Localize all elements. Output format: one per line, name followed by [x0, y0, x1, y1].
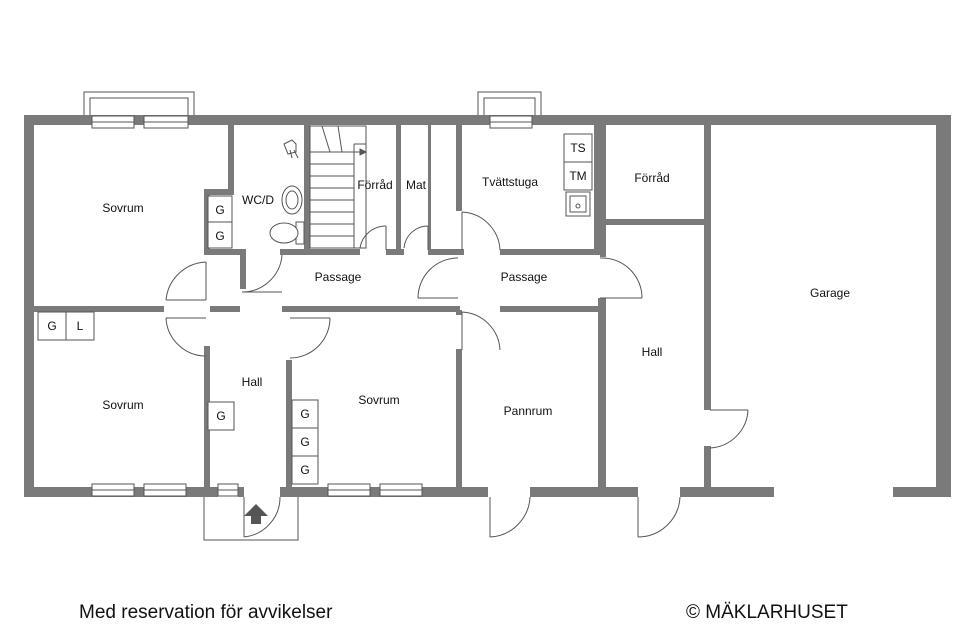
room-tvattstuga: Tvättstuga — [482, 175, 538, 189]
fixture-g-sovrum2: G — [47, 319, 56, 333]
fixture-g-wc-2: G — [215, 229, 224, 243]
room-mat: Mat — [406, 178, 427, 192]
disclaimer-text: Med reservation för avvikelser — [79, 602, 333, 623]
room-forrad-1: Förråd — [357, 178, 392, 192]
bathroom-fixtures — [269, 139, 591, 245]
room-passage-2: Passage — [501, 270, 548, 284]
fixture-g-sovrum3-3: G — [300, 463, 309, 477]
room-wc: WC/D — [242, 193, 274, 207]
room-sovrum-3: Sovrum — [358, 393, 399, 407]
room-hall-2: Hall — [642, 345, 663, 359]
room-labels: Sovrum WC/D Förråd Mat Tvättstuga Förråd… — [102, 171, 850, 418]
fixture-ts: TS — [570, 141, 585, 155]
room-passage-1: Passage — [315, 270, 362, 284]
fixture-g-sovrum3-2: G — [300, 435, 309, 449]
fixture-l-sovrum2: L — [77, 319, 84, 333]
room-forrad-2: Förråd — [634, 171, 669, 185]
room-sovrum-1: Sovrum — [102, 201, 143, 215]
fixture-g-sovrum3-1: G — [300, 407, 309, 421]
staircase — [309, 125, 368, 249]
fixture-g-wc-1: G — [215, 203, 224, 217]
entrance-arrow-icon — [244, 504, 268, 524]
fixture-boxes — [37, 133, 593, 485]
room-pannrum: Pannrum — [504, 404, 553, 418]
fixture-g-hall: G — [216, 409, 225, 423]
room-hall-1: Hall — [242, 375, 263, 389]
fixture-labels: G G G L G G G G TS TM — [47, 141, 586, 477]
windows — [83, 91, 542, 497]
doors — [165, 211, 749, 541]
copyright-text: © MÄKLARHUSET — [686, 602, 848, 623]
interior-walls — [34, 125, 941, 487]
shower-icon — [283, 139, 297, 155]
room-garage: Garage — [810, 286, 850, 300]
room-sovrum-2: Sovrum — [102, 398, 143, 412]
fixture-tm: TM — [569, 169, 586, 183]
